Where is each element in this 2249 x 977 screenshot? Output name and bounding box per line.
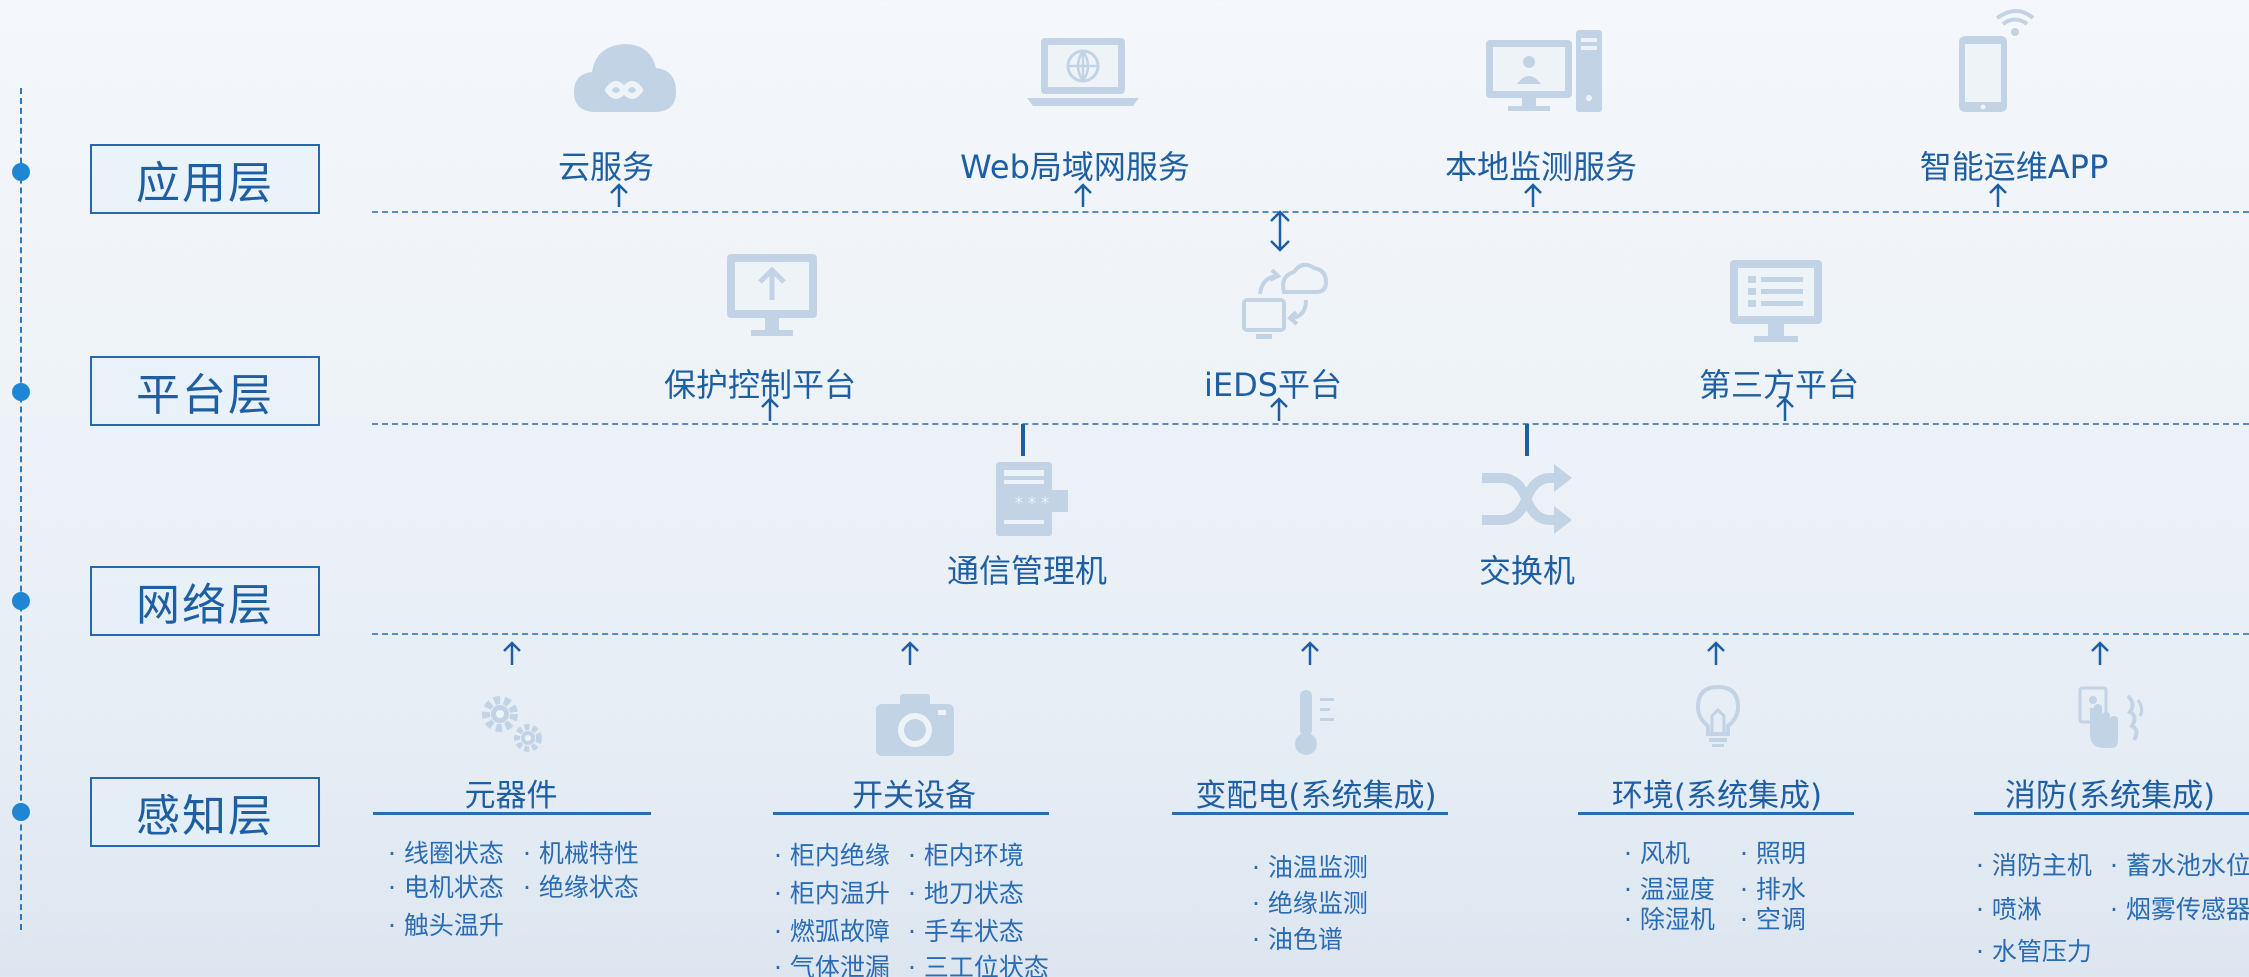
layer-network: 网络层 xyxy=(90,566,320,636)
category-title-fire: 消防(系统集成) xyxy=(2004,778,2216,814)
platform-label-thirdparty: 第三方平台 xyxy=(1698,366,1860,404)
category-underline xyxy=(773,812,1049,815)
category-title-switchgear: 开关设备 xyxy=(852,778,976,814)
list-item: · 消防主机 xyxy=(1976,851,2092,880)
timeline-dot-network xyxy=(12,592,30,610)
monitor-list-icon xyxy=(1728,256,1824,346)
list-item: · 温湿度 xyxy=(1624,875,1715,904)
list-item: · 机械特性 xyxy=(523,839,639,868)
timeline-dot-application xyxy=(12,163,30,181)
platform-label-protection: 保护控制平台 xyxy=(663,366,857,404)
category-title-power: 变配电(系统集成) xyxy=(1195,778,1437,814)
platform-label-ieds: iEDS平台 xyxy=(1203,366,1343,404)
list-item: · 水管压力 xyxy=(1976,937,2092,966)
category-underline xyxy=(373,812,651,815)
app-label-cloud: 云服务 xyxy=(557,148,655,186)
arrow-up-icon xyxy=(1988,182,2008,208)
separator-network xyxy=(372,633,2249,635)
list-item: · 喷淋 xyxy=(1976,895,2042,924)
app-label-web: Web局域网服务 xyxy=(960,148,1190,186)
arrow-up-icon xyxy=(1269,396,1289,422)
connector-line xyxy=(1021,424,1025,456)
arrow-up-icon xyxy=(502,640,522,666)
category-title-environment: 环境(系统集成) xyxy=(1611,778,1823,814)
arrow-up-icon xyxy=(2090,640,2110,666)
list-item: · 气体泄漏 xyxy=(774,953,890,977)
list-item: · 线圈状态 xyxy=(388,839,504,868)
list-item: · 柜内温升 xyxy=(774,879,890,908)
arrow-up-icon xyxy=(1300,640,1320,666)
double-arrow-icon xyxy=(1268,210,1292,252)
list-item: · 排水 xyxy=(1740,875,1806,904)
list-item: · 柜内绝缘 xyxy=(774,841,890,870)
arrow-up-icon xyxy=(609,182,629,208)
separator-platform xyxy=(372,423,2249,425)
list-item: · 照明 xyxy=(1740,839,1806,868)
category-underline xyxy=(1974,812,2249,815)
arrow-up-icon xyxy=(760,396,780,422)
list-item: · 除湿机 xyxy=(1624,905,1715,934)
list-item: · 油色谱 xyxy=(1252,925,1343,954)
app-label-app: 智能运维APP xyxy=(1919,148,2109,186)
laptop-globe-icon xyxy=(1025,34,1141,110)
list-item: · 手车状态 xyxy=(908,917,1024,946)
arrow-up-icon xyxy=(1523,182,1543,208)
camera-icon xyxy=(874,692,956,758)
list-item: · 空调 xyxy=(1740,905,1806,934)
arrow-up-icon xyxy=(1706,640,1726,666)
category-title-components: 元器件 xyxy=(464,778,558,814)
timeline-line xyxy=(20,88,22,930)
list-item: · 地刀状态 xyxy=(908,879,1024,908)
app-label-local-monitor: 本地监测服务 xyxy=(1444,148,1638,186)
list-item: · 柜内环境 xyxy=(908,841,1024,870)
mobile-wifi-icon xyxy=(1955,6,2035,114)
comm-device-icon: * * * xyxy=(990,460,1070,538)
list-item: · 烟雾传感器 xyxy=(2110,895,2249,924)
fire-alarm-icon xyxy=(2076,686,2146,750)
connector-line xyxy=(1525,424,1529,456)
shuffle-icon xyxy=(1480,462,1572,536)
category-underline xyxy=(1578,812,1854,815)
list-item: · 触头温升 xyxy=(388,911,504,940)
desktop-tower-icon xyxy=(1484,28,1604,114)
layer-perception: 感知层 xyxy=(90,777,320,847)
list-item: · 绝缘监测 xyxy=(1252,889,1368,918)
lightbulb-icon xyxy=(1694,684,1742,748)
network-label-comm: 通信管理机 xyxy=(946,552,1108,590)
separator-application xyxy=(372,211,2249,213)
list-item: · 燃弧故障 xyxy=(774,917,890,946)
list-item: · 油温监测 xyxy=(1252,853,1368,882)
timeline-dot-platform xyxy=(12,383,30,401)
svg-text:* * *: * * * xyxy=(1015,493,1049,512)
cloud-sync-computer-icon xyxy=(1240,258,1328,344)
network-label-switch: 交换机 xyxy=(1478,552,1576,590)
monitor-upload-icon xyxy=(725,250,819,340)
category-underline xyxy=(1172,812,1448,815)
list-item: · 风机 xyxy=(1624,839,1690,868)
timeline-dot-perception xyxy=(12,803,30,821)
arrow-up-icon xyxy=(1775,396,1795,422)
list-item: · 绝缘状态 xyxy=(523,873,639,902)
gears-icon xyxy=(476,690,546,758)
layer-application: 应用层 xyxy=(90,144,320,214)
thermometer-icon xyxy=(1292,688,1338,756)
cloud-icon xyxy=(570,38,680,116)
layer-platform: 平台层 xyxy=(90,356,320,426)
list-item: · 电机状态 xyxy=(388,873,504,902)
arrow-up-icon xyxy=(1073,182,1093,208)
list-item: · 蓄水池水位 xyxy=(2110,851,2249,880)
list-item: · 三工位状态 xyxy=(908,953,1049,977)
arrow-up-icon xyxy=(900,640,920,666)
